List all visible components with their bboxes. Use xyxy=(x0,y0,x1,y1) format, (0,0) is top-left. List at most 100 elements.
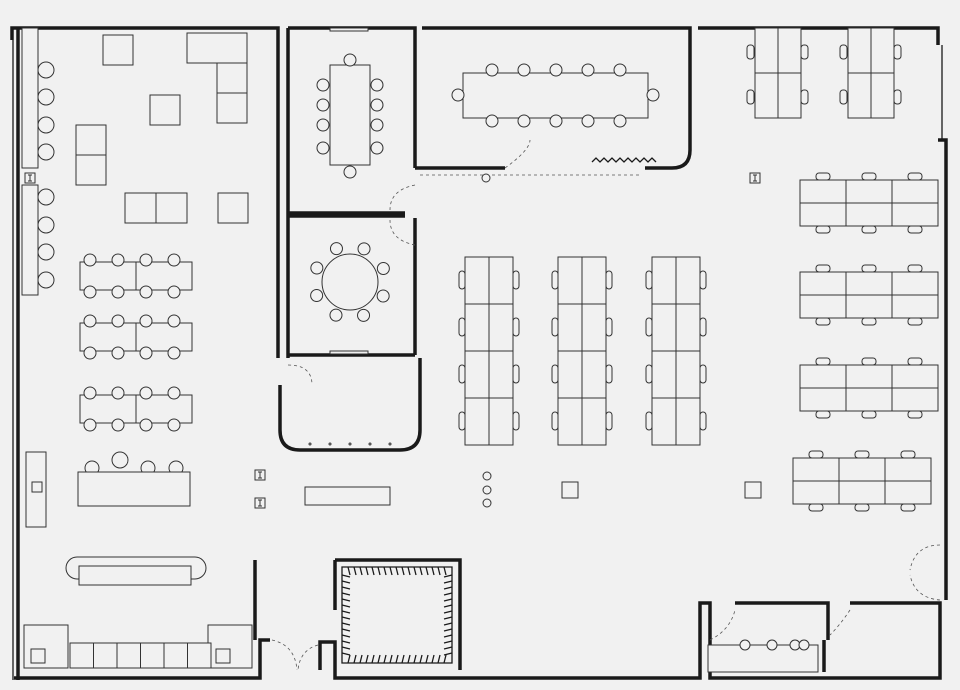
cabinet-section xyxy=(187,642,212,669)
table xyxy=(135,322,193,352)
chair-icon xyxy=(111,418,125,432)
chair-icon xyxy=(83,253,97,267)
chair-icon xyxy=(111,386,125,400)
desk-icon xyxy=(847,27,872,74)
side-table xyxy=(149,94,181,126)
chair-icon xyxy=(746,89,755,105)
chair-icon xyxy=(766,639,778,651)
hanger xyxy=(443,574,453,578)
chair-icon xyxy=(893,89,902,105)
chair-icon xyxy=(83,386,97,400)
wall-bottom-mid xyxy=(318,601,712,680)
chair-icon xyxy=(370,118,384,132)
chair-icon xyxy=(699,270,707,290)
desk-icon xyxy=(488,397,514,446)
chair-icon xyxy=(167,346,181,360)
hanger xyxy=(443,640,453,644)
chair-icon xyxy=(551,317,559,337)
desk-icon xyxy=(845,179,893,204)
desk-icon xyxy=(754,72,779,119)
chair-icon xyxy=(485,63,499,77)
sofa xyxy=(216,92,248,124)
chair-icon xyxy=(83,314,97,328)
chair-icon xyxy=(645,411,653,431)
chair-icon xyxy=(581,114,595,128)
desk-icon xyxy=(581,350,607,399)
chair-icon xyxy=(699,411,707,431)
door-swing-bottom-right xyxy=(709,609,851,641)
desk-icon xyxy=(845,387,893,412)
chair-icon xyxy=(343,53,357,67)
hanger xyxy=(353,654,357,664)
hanger xyxy=(359,654,363,664)
chair-icon xyxy=(800,44,809,60)
hanger xyxy=(377,566,381,576)
hanger xyxy=(443,598,453,602)
hanger xyxy=(419,566,423,576)
table xyxy=(79,394,137,424)
chair-icon xyxy=(517,114,531,128)
desk-icon xyxy=(675,256,701,305)
desk-icon xyxy=(891,294,939,319)
hanger xyxy=(443,646,453,650)
chair-icon xyxy=(316,98,330,112)
chair-icon xyxy=(605,317,613,337)
wall-bottom-left xyxy=(14,560,270,680)
column-marker-icon xyxy=(28,174,32,182)
marker xyxy=(368,442,372,446)
hanger xyxy=(443,616,453,620)
desk-icon xyxy=(777,72,802,119)
chair-icon xyxy=(451,88,465,102)
hanger xyxy=(443,610,453,614)
desk-icon xyxy=(557,303,583,352)
hanger xyxy=(425,566,429,576)
hanger xyxy=(443,566,447,576)
chair-icon xyxy=(343,165,357,179)
desk-icon xyxy=(884,457,932,482)
chair-icon xyxy=(798,639,810,651)
stool-icon xyxy=(37,216,55,234)
chair-icon xyxy=(139,285,153,299)
hanger xyxy=(359,566,363,576)
desk-icon xyxy=(799,294,847,319)
hanger xyxy=(443,580,453,584)
closet-inner xyxy=(341,566,453,664)
hanger xyxy=(437,566,441,576)
chair-icon xyxy=(815,225,831,234)
chair-icon xyxy=(907,264,923,273)
desk-icon xyxy=(464,303,490,352)
desk-icon xyxy=(799,179,847,204)
hanger xyxy=(443,652,453,656)
desk-icon xyxy=(891,364,939,389)
chair-icon xyxy=(139,346,153,360)
chair-icon xyxy=(139,418,153,432)
wall-meeting xyxy=(286,28,417,358)
hanger xyxy=(341,622,351,626)
chair-icon xyxy=(139,314,153,328)
chair-icon xyxy=(739,639,751,651)
column-marker-icon xyxy=(258,499,262,507)
bench xyxy=(21,27,39,169)
sink xyxy=(30,648,46,664)
desk-icon xyxy=(464,397,490,446)
hanger xyxy=(425,654,429,664)
sofa xyxy=(124,192,157,224)
curtain xyxy=(591,157,657,163)
hanger xyxy=(341,586,351,590)
chair-icon xyxy=(512,364,520,384)
desk-icon xyxy=(838,457,886,482)
hanger xyxy=(365,654,369,664)
hanger xyxy=(341,634,351,638)
hanger xyxy=(353,566,357,576)
hanger xyxy=(347,654,351,664)
hanger xyxy=(431,654,435,664)
desk-icon xyxy=(847,72,872,119)
chair-icon xyxy=(815,264,831,273)
desk-icon xyxy=(675,303,701,352)
bench xyxy=(78,565,192,586)
counter xyxy=(707,644,819,673)
desk-icon xyxy=(884,480,932,505)
hanger xyxy=(407,566,411,576)
hanger xyxy=(443,628,453,632)
